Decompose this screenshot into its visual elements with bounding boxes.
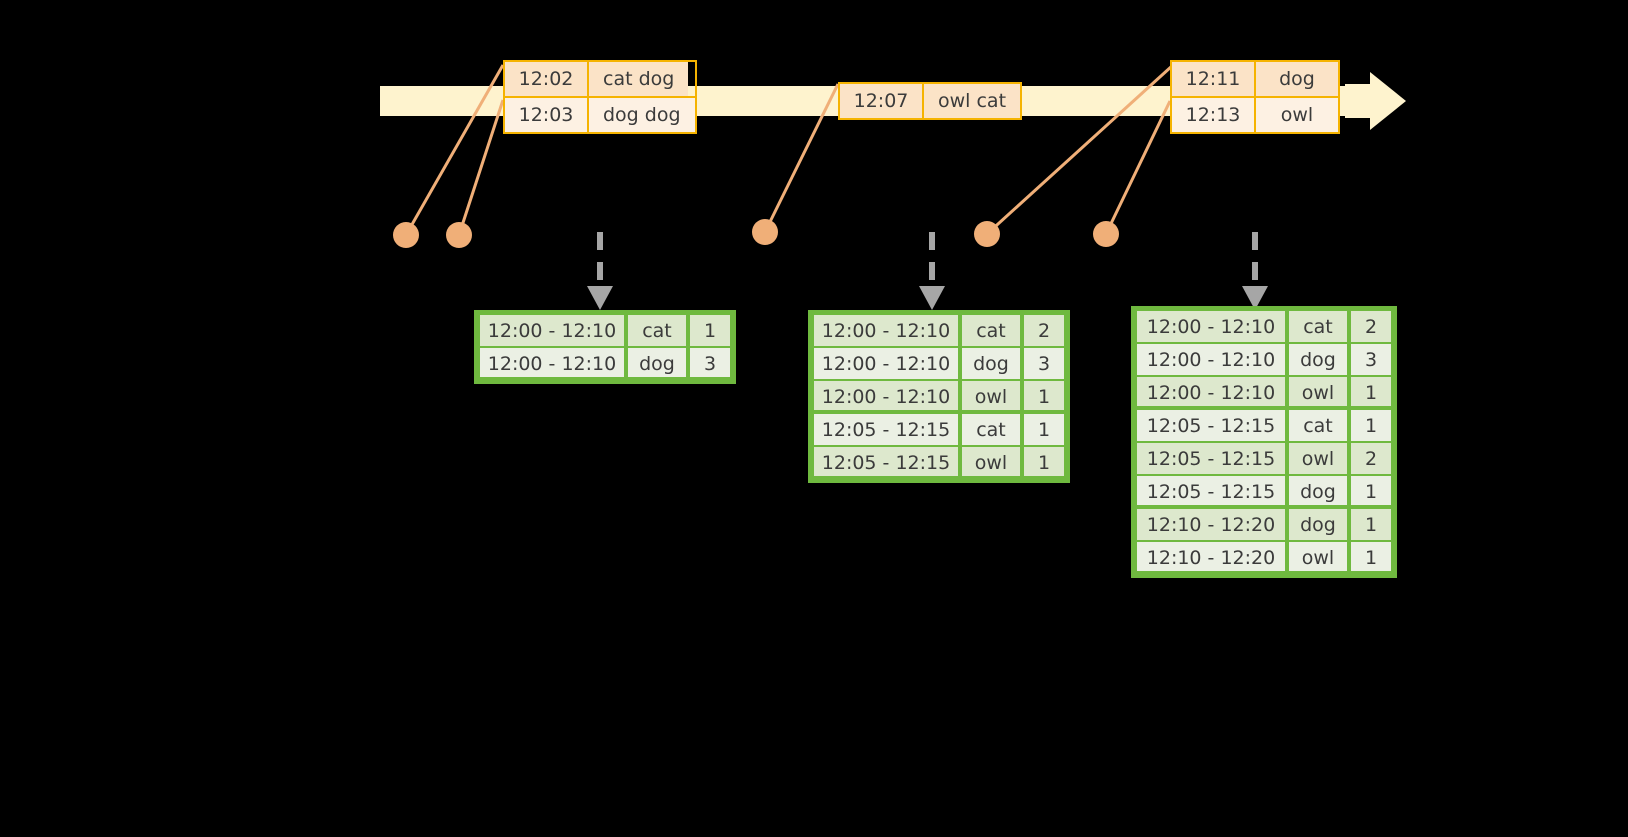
leader-line <box>1104 100 1172 235</box>
event-dot[interactable] <box>446 222 472 248</box>
event-words: owl <box>1256 98 1338 132</box>
timeline-event[interactable]: 12:11 dog <box>1170 60 1340 97</box>
event-words: owl cat <box>924 84 1021 118</box>
cell-count: 1 <box>1349 376 1393 409</box>
cell-word: owl <box>1287 442 1349 475</box>
cell-count: 1 <box>1349 541 1393 574</box>
event-dot[interactable] <box>752 219 778 245</box>
timeline-event[interactable]: 12:13 owl <box>1170 97 1340 134</box>
timeline-event-group-1[interactable]: 12:02 cat dog 12:03 dog dog <box>503 60 697 134</box>
cell-word: dog <box>1287 343 1349 376</box>
cell-window: 12:00 - 12:10 <box>1135 343 1287 376</box>
cell-window: 12:05 - 12:15 <box>812 413 960 446</box>
cell-count: 2 <box>1022 314 1066 347</box>
dashed-arrow-head <box>587 286 613 310</box>
timeline-event[interactable]: 12:07 owl cat <box>838 82 1023 120</box>
cell-word: owl <box>960 380 1022 413</box>
dashed-arrow-head <box>919 286 945 310</box>
cell-window: 12:05 - 12:15 <box>1135 475 1287 508</box>
cell-count: 2 <box>1349 442 1393 475</box>
event-dot[interactable] <box>1093 221 1119 247</box>
cell-word: dog <box>626 347 688 380</box>
cell-word: cat <box>626 314 688 347</box>
cell-window: 12:10 - 12:20 <box>1135 508 1287 541</box>
cell-count: 1 <box>688 314 732 347</box>
timeline-event[interactable]: 12:03 dog dog <box>503 97 697 134</box>
event-words: dog dog <box>589 98 695 132</box>
cell-word: dog <box>1287 475 1349 508</box>
cell-word: cat <box>1287 310 1349 343</box>
cell-count: 1 <box>1349 508 1393 541</box>
cell-window: 12:00 - 12:10 <box>1135 310 1287 343</box>
cell-window: 12:10 - 12:20 <box>1135 541 1287 574</box>
cell-count: 3 <box>688 347 732 380</box>
event-dot[interactable] <box>974 221 1000 247</box>
cell-window: 12:00 - 12:10 <box>1135 376 1287 409</box>
timeline-event-group-2[interactable]: 12:07 owl cat <box>838 82 1023 120</box>
cell-word: owl <box>960 446 1022 479</box>
event-time: 12:13 <box>1172 98 1256 132</box>
timeline-event[interactable]: 12:02 cat dog <box>503 60 697 97</box>
cell-word: owl <box>1287 541 1349 574</box>
cell-count: 3 <box>1349 343 1393 376</box>
cell-window: 12:00 - 12:10 <box>812 347 960 380</box>
cell-word: cat <box>960 314 1022 347</box>
cell-window: 12:05 - 12:15 <box>1135 442 1287 475</box>
event-time: 12:02 <box>505 62 589 96</box>
cell-window: 12:00 - 12:10 <box>812 380 960 413</box>
event-dot[interactable] <box>393 222 419 248</box>
cell-window: 12:00 - 12:10 <box>812 314 960 347</box>
event-time: 12:11 <box>1172 62 1256 96</box>
cell-count: 1 <box>1022 380 1066 413</box>
event-time: 12:03 <box>505 98 589 132</box>
cell-word: cat <box>1287 409 1349 442</box>
cell-count: 1 <box>1349 475 1393 508</box>
cell-word: dog <box>960 347 1022 380</box>
cell-count: 3 <box>1022 347 1066 380</box>
cell-window: 12:05 - 12:15 <box>812 446 960 479</box>
event-words: cat dog <box>589 62 689 96</box>
cell-word: owl <box>1287 376 1349 409</box>
cell-window: 12:05 - 12:15 <box>1135 409 1287 442</box>
cell-word: cat <box>960 413 1022 446</box>
event-words: dog <box>1256 62 1338 96</box>
cell-window: 12:00 - 12:10 <box>478 347 626 380</box>
event-time: 12:07 <box>840 84 924 118</box>
cell-count: 1 <box>1022 413 1066 446</box>
cell-count: 2 <box>1349 310 1393 343</box>
cell-count: 1 <box>1349 409 1393 442</box>
right-arrow-icon <box>1370 72 1406 130</box>
cell-window: 12:00 - 12:10 <box>478 314 626 347</box>
leader-line <box>457 99 505 236</box>
timeline-event-group-3[interactable]: 12:11 dog 12:13 owl <box>1170 60 1340 134</box>
cell-count: 1 <box>1022 446 1066 479</box>
cell-word: dog <box>1287 508 1349 541</box>
